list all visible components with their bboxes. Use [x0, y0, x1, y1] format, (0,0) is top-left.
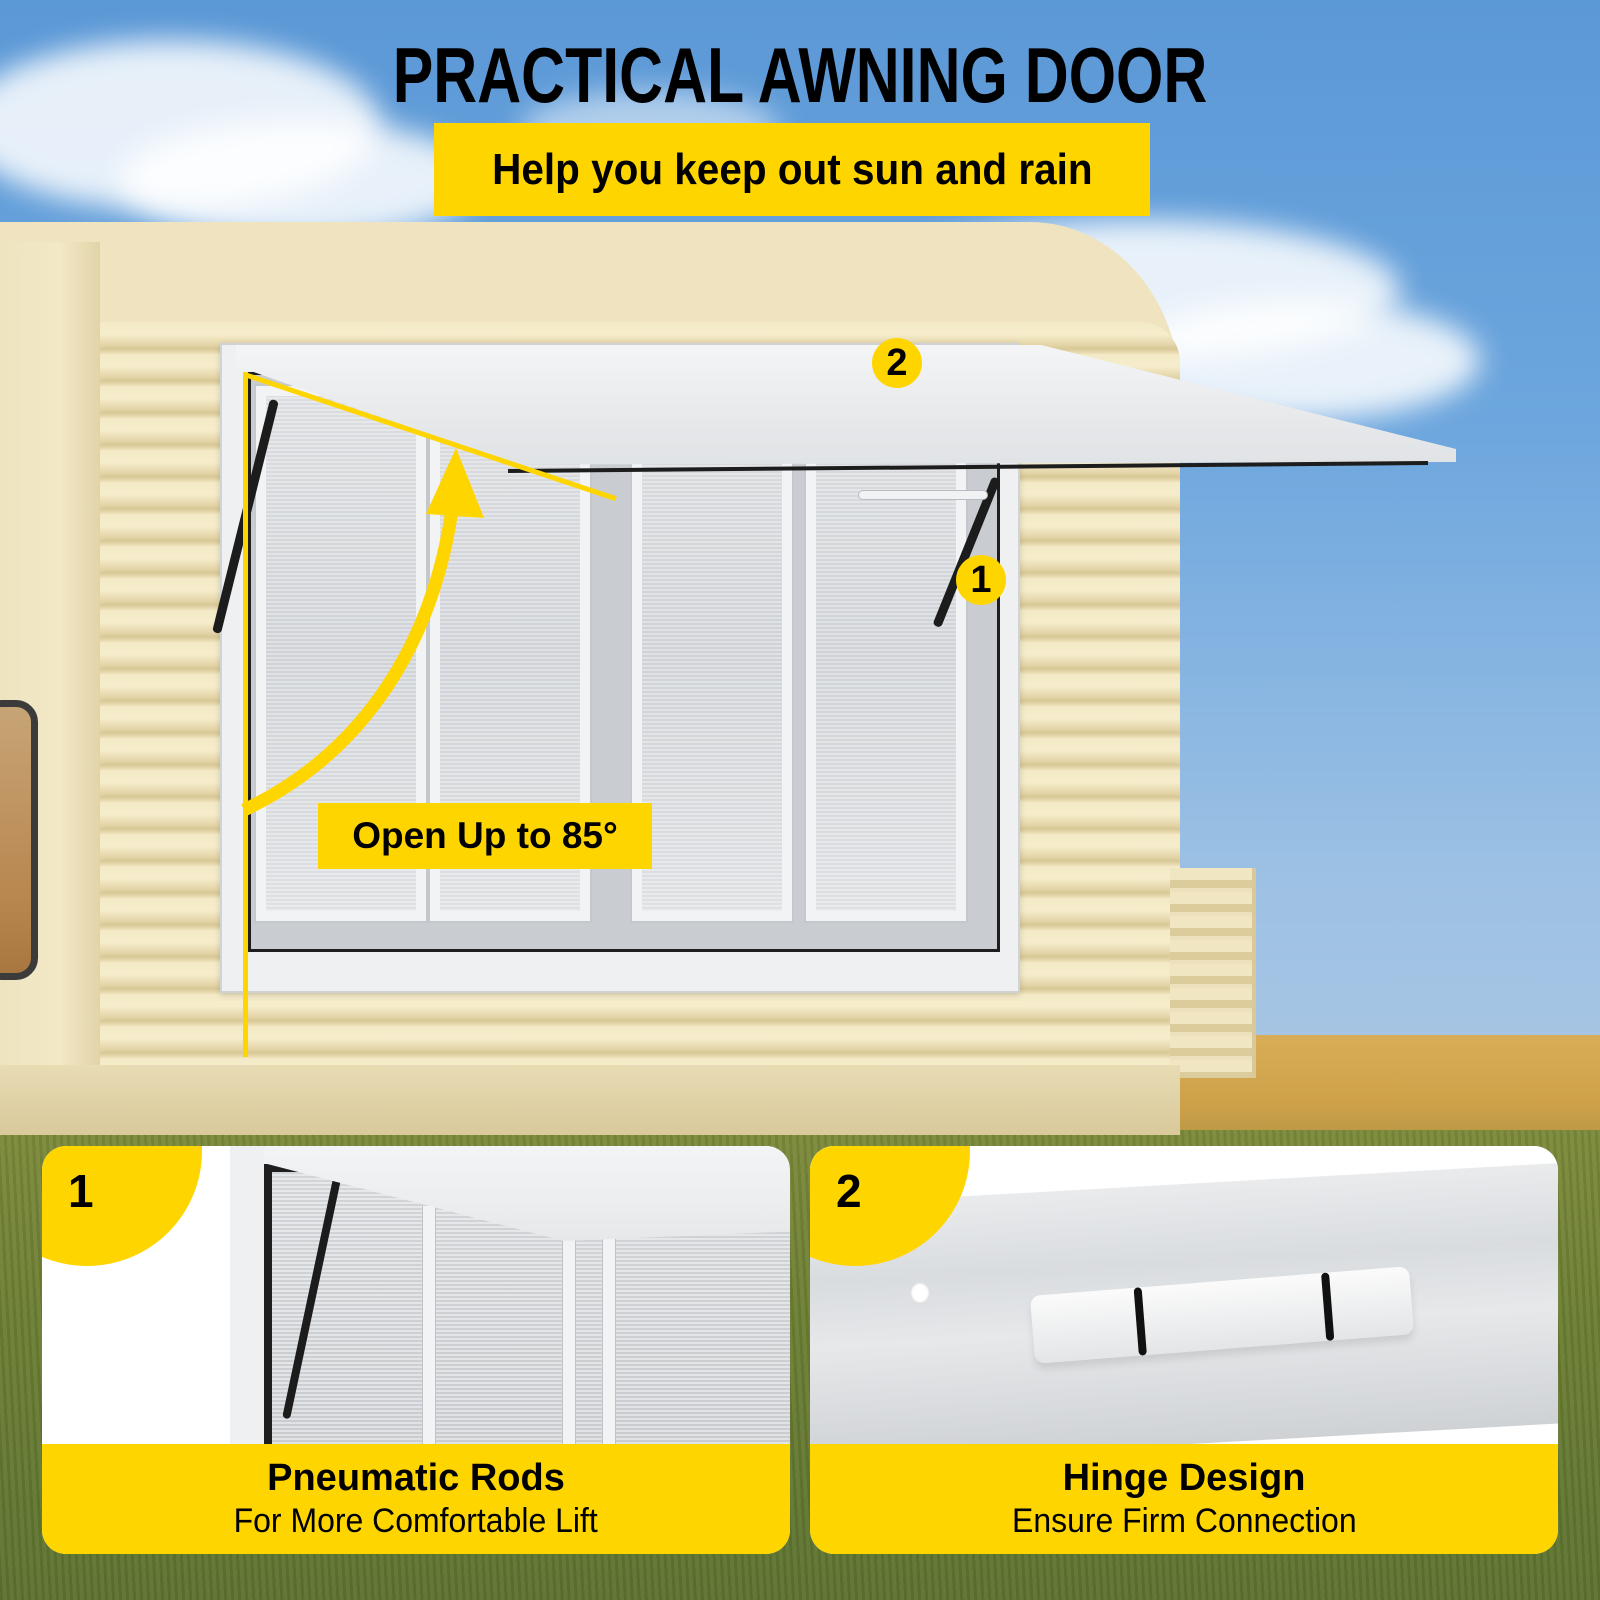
subtitle-banner: Help you keep out sun and rain: [434, 123, 1150, 216]
feature-subtitle: For More Comfortable Lift: [233, 1502, 599, 1540]
callout-marker-1: 1: [956, 555, 1006, 605]
open-angle-label: Open Up to 85°: [352, 815, 618, 856]
feature-caption: Hinge Design Ensure Firm Connection: [810, 1444, 1558, 1554]
angle-arc-arrow-icon: [241, 448, 484, 816]
feature-number: 1: [68, 1165, 94, 1217]
feature-number: 2: [836, 1165, 862, 1217]
hinge-knuckle-ring: [1133, 1287, 1147, 1356]
photo-mullion: [602, 1206, 616, 1444]
feature-title: Pneumatic Rods: [267, 1457, 565, 1499]
camper-rear-door: [1170, 868, 1256, 1078]
marker-label: 1: [970, 558, 992, 601]
feature-photo-pneumatic-rods: 1: [42, 1146, 790, 1444]
cloud: [120, 120, 480, 240]
feature-subtitle: Ensure Firm Connection: [1011, 1502, 1357, 1540]
camper-lower-skirt: [0, 1065, 1180, 1135]
feature-photo-hinge: 2: [810, 1146, 1558, 1444]
feature-card-pneumatic-rods: 1 Pneumatic Rods For More Comfortable Li…: [42, 1146, 790, 1554]
feature-card-hinge-design: 2 Hinge Design Ensure Firm Connection: [810, 1146, 1558, 1554]
open-angle-badge: Open Up to 85°: [318, 803, 652, 869]
feature-number-badge: [42, 1146, 202, 1266]
angle-vertical-line: [243, 372, 248, 1057]
feature-title: Hinge Design: [1062, 1457, 1306, 1499]
subtitle-text: Help you keep out sun and rain: [491, 144, 1093, 194]
marker-label: 2: [886, 341, 908, 384]
photo-mullion: [422, 1206, 436, 1444]
photo-screw-hole: [910, 1282, 930, 1304]
photo-mullion: [562, 1206, 576, 1444]
callout-marker-2: 2: [872, 338, 922, 388]
page-title: PRACTICAL AWNING DOOR: [392, 31, 1208, 119]
feature-caption: Pneumatic Rods For More Comfortable Lift: [42, 1444, 790, 1554]
hinge-knuckle-ring: [1321, 1272, 1335, 1341]
window-latch-handle: [858, 490, 988, 500]
camper-side-window: [0, 700, 38, 980]
